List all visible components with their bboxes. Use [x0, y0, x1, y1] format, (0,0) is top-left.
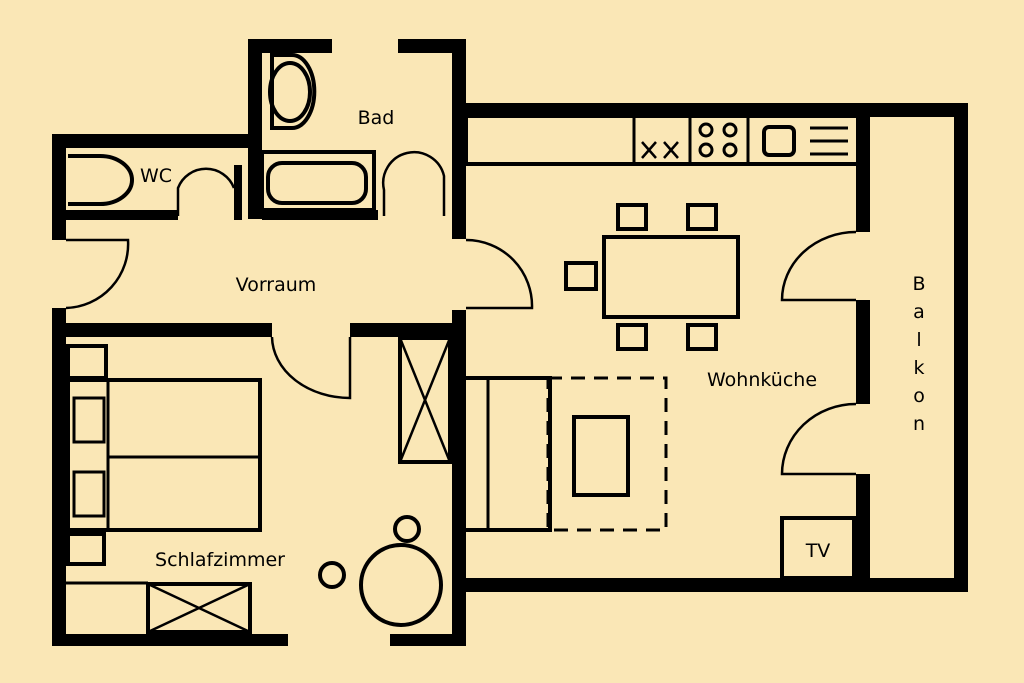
- label-balkon-letter: B: [912, 273, 925, 295]
- wall-bad-top-right: [398, 39, 466, 53]
- sink-marks: [641, 141, 679, 159]
- kitchen-counter-outline: [464, 114, 860, 166]
- sink-icon: [641, 141, 679, 159]
- wall-kitchen-bottom: [462, 578, 968, 592]
- label-balkon-letter: l: [916, 329, 921, 351]
- wall-schlaf-bottom-left: [52, 634, 288, 646]
- wall-bad-left: [248, 39, 262, 219]
- wardrobe-icon: [398, 336, 452, 464]
- sofa-icon: [466, 376, 552, 532]
- label-bad: Bad: [358, 107, 395, 129]
- label-balkon-letter: a: [913, 301, 925, 323]
- wall-vorraum-bottom-right: [350, 323, 466, 337]
- wall-vorraum-bottom-left: [52, 323, 272, 337]
- door-entrance: [65, 238, 130, 310]
- label-tv: TV: [805, 540, 831, 562]
- round-table-icon: [359, 543, 443, 627]
- door-kitchen: [465, 238, 534, 310]
- wall-schlaf-bottom-right: [390, 634, 466, 646]
- oven-icon: [762, 125, 796, 157]
- wall-balkon-right: [954, 103, 968, 592]
- bedroom-furniture: [66, 336, 452, 634]
- chair-icon: [686, 323, 718, 351]
- stool-icon: [393, 515, 421, 543]
- rug-icon: [546, 376, 668, 532]
- label-balkon-letter: o: [913, 385, 925, 407]
- chair-icon: [686, 203, 718, 231]
- pillow-icon: [72, 396, 106, 444]
- wall-wc-bottom: [66, 210, 178, 220]
- wall-kitchen-top: [452, 103, 968, 117]
- shower-tray-icon: [270, 53, 317, 130]
- dining-table-icon: [602, 235, 740, 319]
- label-wc: WC: [140, 165, 172, 187]
- room-labels: Bad WC Vorraum Wohnküche Schlafzimmer TV…: [140, 107, 926, 571]
- pillow-icon: [72, 470, 106, 518]
- burner-4: [722, 142, 738, 158]
- door-schlafzimmer: [270, 336, 352, 400]
- walls: [52, 39, 968, 646]
- wall-bad-right: [452, 39, 466, 239]
- burner-3: [698, 142, 714, 158]
- bathroom-fixtures: [260, 53, 376, 212]
- door-bad: [382, 150, 446, 216]
- wall-wc-top: [52, 134, 248, 148]
- bathtub-frame-icon: [260, 150, 376, 212]
- living-area: [466, 376, 856, 580]
- chair-icon: [616, 203, 648, 231]
- chair-icon: [616, 323, 648, 351]
- wall-balkon-divider-bottom: [856, 474, 870, 584]
- kitchen-counter: [464, 114, 860, 166]
- chair-icon: [564, 261, 598, 291]
- nightstand-icon: [66, 532, 106, 566]
- toilet-icon: [68, 154, 134, 206]
- wall-wc-bad-divider: [234, 165, 242, 220]
- coffee-table-icon: [572, 415, 630, 497]
- door-balkon-upper: [780, 230, 857, 302]
- label-vorraum: Vorraum: [236, 274, 317, 296]
- label-wohnkueche: Wohnküche: [707, 369, 817, 391]
- label-balkon-letter: n: [913, 413, 925, 435]
- double-bed-icon: [66, 378, 262, 532]
- dresser-cross: [147, 582, 251, 634]
- wall-balkon-divider-middle: [856, 300, 870, 404]
- dresser-icon: [146, 582, 252, 634]
- label-balkon-letter: k: [913, 357, 924, 379]
- fridge-icon: [810, 126, 848, 156]
- bathtub-icon: [266, 161, 368, 205]
- burner-2: [722, 122, 738, 138]
- tv-unit-icon: [780, 516, 856, 580]
- doors: [65, 150, 857, 476]
- door-balkon-lower: [780, 402, 857, 476]
- wall-outer-left: [52, 308, 66, 646]
- dining-set: [564, 203, 740, 351]
- wall-wc-left: [52, 134, 66, 240]
- shower-basin-icon: [268, 61, 312, 123]
- door-wc: [176, 167, 236, 216]
- burner-1: [698, 122, 714, 138]
- wall-bad-top-left: [248, 39, 332, 53]
- stove-icon: [698, 122, 738, 158]
- wall-bad-bottom: [262, 210, 378, 220]
- wardrobe-cross: [398, 337, 452, 463]
- stool-icon: [318, 561, 346, 589]
- label-schlafzimmer: Schlafzimmer: [155, 549, 285, 571]
- wall-schlaf-right: [452, 310, 466, 646]
